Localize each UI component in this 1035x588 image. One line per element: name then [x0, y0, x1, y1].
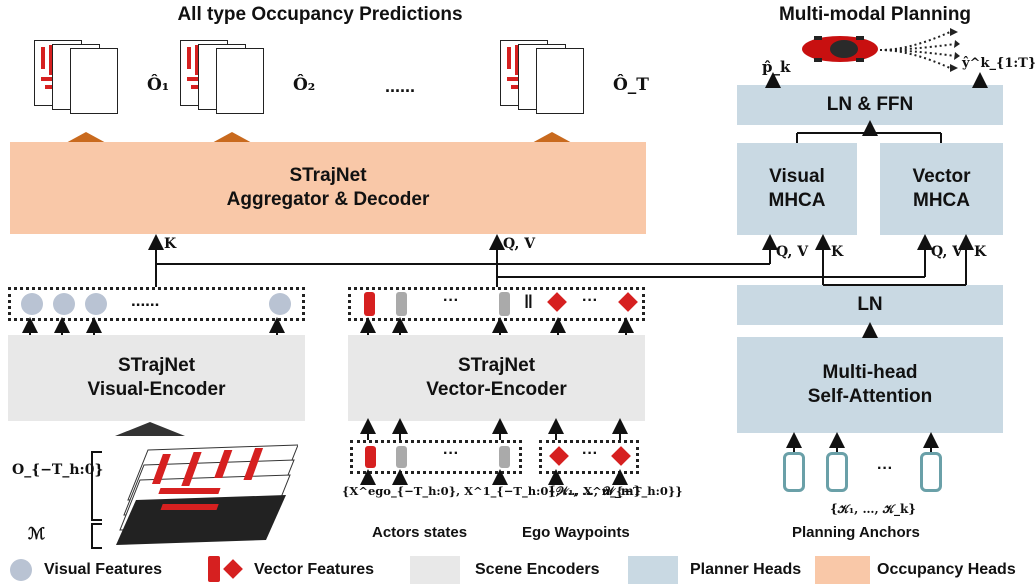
anchor-token [826, 452, 848, 492]
label-qv-visual-mhca: Q, V [776, 244, 809, 260]
legend-planner-heads: Planner Heads [690, 561, 802, 578]
visual-token [21, 293, 43, 315]
traj-output-label: ŷ^k_{1:T} [962, 56, 1035, 71]
legend-visual-features-swatch [10, 559, 32, 581]
self-attention-block: Multi-head Self-Attention [737, 337, 1003, 433]
planning-anchors-label: Planning Anchors [792, 524, 920, 541]
visual-tokens-box: ...... [8, 287, 305, 321]
legend-visual-features: Visual Features [44, 561, 162, 578]
waypoints-ellipsis: ··· [582, 445, 598, 462]
occupancy-stack-t [500, 40, 610, 144]
waypoint-token [549, 446, 569, 466]
input-occupancy-stack-image [108, 440, 299, 550]
label-qv-vector-mhca: Q, V [931, 244, 964, 260]
waypoint-token [611, 446, 631, 466]
visual-mhca-block: Visual MHCA [737, 143, 857, 235]
anchors-ellipsis: ··· [877, 460, 893, 477]
planning-title: Multi-modal Planning [778, 4, 972, 25]
prob-output-label: p̂_k [762, 58, 791, 76]
output-o2: Ô₂ [293, 75, 316, 95]
vector-ellipsis: ··· [443, 292, 459, 309]
car-icon [800, 32, 880, 66]
self-attention-line1: Multi-head [822, 362, 918, 383]
output-o1: Ô₁ [147, 75, 170, 95]
up-arrow-icon [210, 132, 254, 144]
actors-input-box: ··· [350, 440, 522, 474]
legend-vector-diamond-swatch [223, 559, 243, 579]
output-ot: Ô_T [613, 75, 649, 95]
up-arrow-icon [64, 132, 108, 144]
map-input-label: ℳ [28, 524, 46, 543]
concat-separator: ‖ [524, 292, 533, 312]
vector-tokens-box: ··· ‖ ··· [348, 287, 645, 321]
vector-encoder-line2: Vector-Encoder [426, 379, 567, 400]
occupancy-stack-1 [34, 40, 144, 144]
vector-mhca-line1: Vector [912, 166, 971, 187]
legend-occupancy-heads: Occupancy Heads [877, 561, 1016, 578]
label-k-vector-mhca: K [974, 244, 987, 260]
occupancy-title: All type Occupancy Predictions [177, 4, 463, 25]
visual-encoder-line1: STrajNet [117, 355, 196, 376]
anchors-set-formula: {𝒦₁, …, 𝒦_k} [830, 502, 917, 516]
actors-ellipsis: ··· [443, 445, 459, 462]
label-k-aggregator: K [164, 236, 177, 252]
waypoints-set-formula: {𝒲₁, …, 𝒲_m} [548, 484, 642, 498]
visual-mhca-line2: MHCA [768, 190, 826, 211]
aggregator-line1: STrajNet [289, 165, 367, 186]
legend-vector-features: Vector Features [254, 561, 375, 578]
visual-token-ellipsis: ...... [131, 291, 160, 310]
legend-vector-rect-swatch [208, 556, 220, 582]
visual-token [85, 293, 107, 315]
visual-token [53, 293, 75, 315]
up-arrow-icon [530, 132, 574, 144]
occupancy-input-label: O_{−T_h:0} [12, 462, 104, 478]
vector-token-actor [499, 292, 510, 316]
legend-planner-heads-swatch [628, 556, 678, 584]
actors-set-formula: {X^ego_{−T_h:0}, X^1_{−T_h:0}, …, X^n_{−… [342, 484, 683, 498]
visual-encoder-line2: Visual-Encoder [87, 379, 226, 400]
actors-states-label: Actors states [372, 524, 468, 541]
vector-mhca-line2: MHCA [913, 190, 970, 211]
label-k-visual-mhca: K [831, 244, 844, 260]
actor-token [499, 446, 510, 468]
anchor-token [920, 452, 942, 492]
aggregator-decoder-block: STrajNet Aggregator & Decoder [10, 142, 646, 234]
vector-mhca-block: Vector MHCA [880, 143, 1003, 235]
vector-token-ego [364, 292, 375, 316]
visual-mhca-line1: Visual [769, 166, 825, 187]
occupancy-stack-2 [180, 40, 290, 144]
trajectory-fan-icon [879, 28, 960, 72]
vector-token-actor [396, 292, 407, 316]
aggregator-line2: Aggregator & Decoder [226, 189, 430, 210]
legend-occupancy-heads-swatch [815, 556, 870, 584]
anchor-token [783, 452, 805, 492]
ellipsis-outputs: ...... [385, 76, 416, 96]
actor-token [396, 446, 407, 468]
ego-waypoints-label: Ego Waypoints [522, 524, 630, 541]
visual-encoder-input-arrow-icon [115, 422, 185, 436]
waypoint-token [547, 292, 567, 312]
legend-scene-encoders: Scene Encoders [475, 561, 600, 578]
waypoints-input-box: ··· [539, 440, 639, 474]
visual-encoder-block: STrajNet Visual-Encoder [8, 335, 305, 421]
ln-ffn-block: LN & FFN [737, 85, 1003, 125]
actor-ego-token [365, 446, 376, 468]
vector-encoder-block: STrajNet Vector-Encoder [348, 335, 645, 421]
self-attention-line2: Self-Attention [807, 386, 933, 407]
label-qv-aggregator: Q, V [503, 236, 536, 252]
waypoint-ellipsis: ··· [582, 292, 598, 309]
visual-token [269, 293, 291, 315]
waypoint-token [618, 292, 638, 312]
legend-scene-encoders-swatch [410, 556, 460, 584]
ln-block: LN [737, 285, 1003, 325]
vector-encoder-line1: STrajNet [457, 355, 536, 376]
